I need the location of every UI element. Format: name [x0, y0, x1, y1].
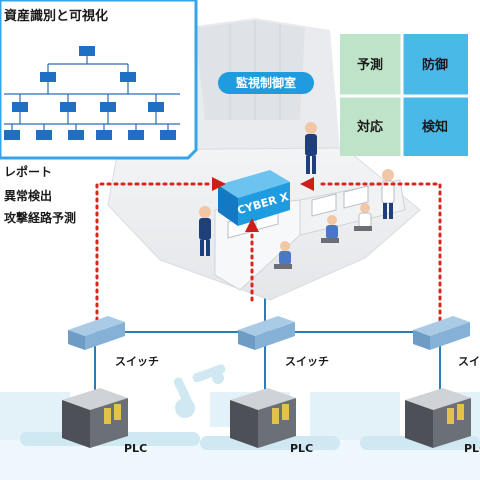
control-room-sign-label: 監視制御室 — [236, 75, 296, 90]
asset-panel-title: 資産識別と可視化 — [4, 8, 108, 24]
plc-device-1 — [62, 388, 128, 448]
person-icon — [274, 241, 292, 269]
monitoring-links — [95, 182, 442, 322]
control-room: 監視制御室 — [107, 18, 421, 301]
quadrant-respond — [340, 96, 408, 156]
quadrant-label: 検知 — [422, 119, 448, 135]
switch-device-1 — [68, 316, 125, 350]
quadrant-label: 防御 — [422, 57, 448, 73]
quadrant-label: 対応 — [356, 119, 383, 135]
feature-item: 攻撃経路予測 — [4, 210, 76, 225]
quadrant-predict — [340, 34, 408, 96]
plc-label-3: PLC — [464, 442, 480, 455]
switch-device-2 — [238, 316, 295, 350]
security-cycle-grid: 予測 防御 対応 検知 — [340, 34, 468, 156]
feature-list: レポート 異常検出 攻撃経路予測 — [4, 164, 76, 225]
switch-device-3 — [413, 316, 470, 350]
person-icon — [381, 169, 395, 219]
person-icon — [321, 215, 339, 243]
quadrant-defend — [402, 34, 468, 96]
control-room-sign — [218, 72, 314, 94]
plc-label-2: PLC — [290, 442, 313, 455]
arrowheads — [212, 177, 314, 232]
operators — [199, 122, 395, 269]
feature-item: レポート — [4, 164, 52, 179]
plc-label-1: PLC — [124, 442, 147, 455]
plc-device-3 — [405, 388, 471, 448]
switch-label-2: スイッチ — [285, 355, 329, 368]
quadrant-label: 予測 — [357, 57, 383, 73]
asset-node-boxes — [4, 46, 176, 140]
switch-label-3: スイッチ — [458, 355, 480, 368]
asset-tree-icon — [4, 55, 180, 130]
feature-item: 異常検出 — [4, 188, 52, 203]
plc-device-2 — [230, 388, 296, 448]
person-icon — [199, 206, 211, 256]
cyber-x-appliance: CYBER X — [218, 170, 291, 226]
person-icon — [354, 203, 372, 231]
person-icon — [305, 122, 317, 174]
switch-label-1: スイッチ — [115, 355, 159, 368]
robot-arm-icon — [173, 364, 226, 418]
asset-panel: 資産識別と可視化 — [0, 0, 198, 160]
quadrant-detect — [402, 96, 468, 156]
